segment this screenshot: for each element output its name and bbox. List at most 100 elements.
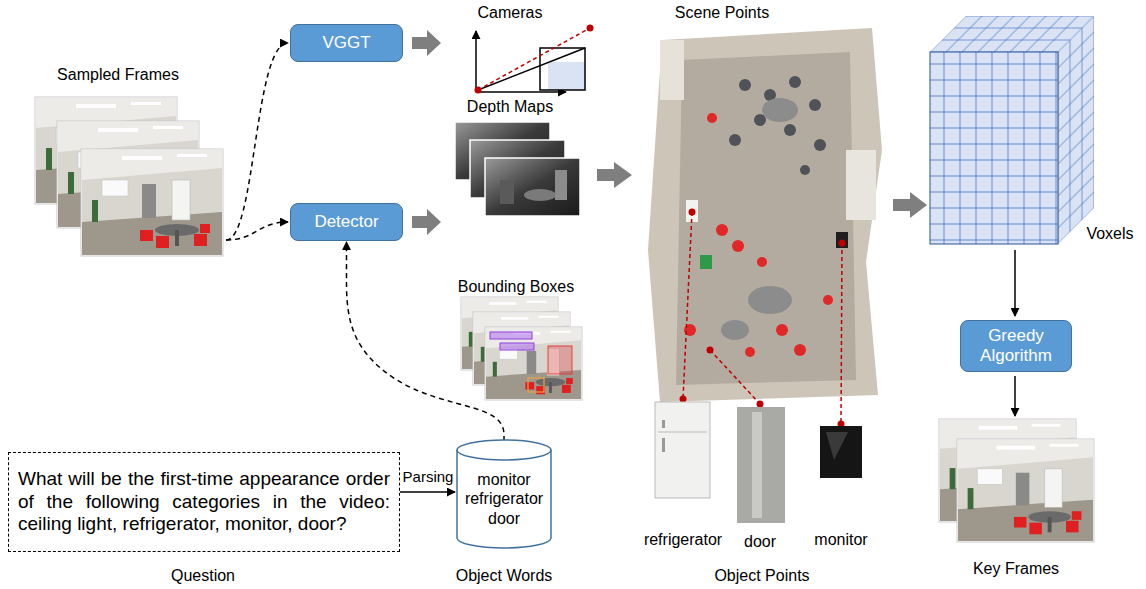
key-frames <box>958 440 1093 541</box>
figure-label: Key Frames <box>973 560 1059 578</box>
camera-plot <box>475 25 594 94</box>
object-crops <box>737 407 785 523</box>
point-cloud <box>794 344 806 356</box>
input-arrows <box>226 43 288 240</box>
voxel-grid <box>930 52 1058 244</box>
camera-plot <box>475 31 477 92</box>
object-crops <box>658 432 707 433</box>
object-crops <box>820 426 862 478</box>
object-leaders <box>683 212 692 399</box>
point-cloud <box>729 76 826 175</box>
camera-plot <box>478 28 590 90</box>
figure-label: Object Words <box>456 567 553 585</box>
database-cylinder: monitorrefrigeratordoor <box>456 440 552 548</box>
detection-frames <box>485 327 582 400</box>
point-cloud <box>757 257 767 267</box>
point-cloud <box>745 347 755 357</box>
question-box: What will be the first-time appearance o… <box>8 452 400 552</box>
point-cloud <box>846 150 876 220</box>
point-cloud <box>732 240 744 252</box>
leader-dots <box>757 401 764 408</box>
point-cloud <box>716 224 728 236</box>
camera-plot <box>540 48 585 90</box>
camera-plot <box>587 25 594 32</box>
leader-dots <box>680 209 846 428</box>
cylinder-rim <box>457 450 551 460</box>
voxel-grid <box>930 16 1094 244</box>
point-cloud <box>784 124 796 136</box>
point-cloud <box>729 134 741 146</box>
figure-label: Bounding Boxes <box>458 278 575 296</box>
point-cloud <box>789 76 801 88</box>
camera-plot <box>475 87 482 94</box>
node-text: door <box>488 509 520 528</box>
connector <box>400 491 455 493</box>
point-cloud <box>754 114 766 126</box>
node-text: Greedy Algorithm <box>969 326 1063 365</box>
detection-frames <box>500 343 534 350</box>
point-cloud <box>648 28 882 402</box>
object-crops <box>752 412 762 518</box>
point-cloud <box>823 295 833 305</box>
object-crops <box>662 420 665 428</box>
point-cloud <box>707 113 717 123</box>
leader-dots <box>707 347 714 354</box>
figure-label: Voxels <box>1086 225 1133 243</box>
leader-dots <box>680 396 687 403</box>
input-arrows <box>226 43 288 240</box>
input-arrows <box>226 222 288 240</box>
camera-plot <box>476 91 566 93</box>
depth-maps <box>524 189 556 201</box>
figure-label: Scene Points <box>675 4 769 22</box>
object-crops <box>826 432 848 460</box>
node-text: VGGT <box>322 33 370 53</box>
leader-dots <box>839 240 846 247</box>
point-cloud <box>684 113 833 357</box>
figure-label: door <box>744 533 776 551</box>
block-arrows <box>597 162 632 188</box>
key-frames <box>957 439 1094 542</box>
figure-label: Question <box>171 567 235 585</box>
object-leaders <box>841 243 842 424</box>
point-cloud <box>686 200 698 222</box>
figure-label: Sampled Frames <box>57 66 179 84</box>
sampled-frames <box>35 97 223 256</box>
voxel-grid <box>1058 16 1094 244</box>
object-crops <box>655 402 710 498</box>
sampled-frames <box>82 150 222 255</box>
process-box: VGGT <box>290 24 403 62</box>
point-cloud <box>739 79 751 91</box>
cylinder-body <box>457 440 551 548</box>
detection-frames <box>461 297 582 400</box>
key-frames <box>939 419 1094 542</box>
figure-label: Depth Maps <box>467 98 553 116</box>
point-cloud <box>676 52 856 385</box>
point-cloud <box>648 28 882 402</box>
point-cloud <box>776 324 788 336</box>
figure-label: monitor <box>814 531 867 549</box>
depth-maps <box>455 122 580 216</box>
voxel-grid <box>930 52 1058 244</box>
camera-plot <box>478 48 585 90</box>
point-cloud <box>660 40 684 100</box>
point-cloud <box>836 232 848 248</box>
block-arrows <box>412 209 441 235</box>
camera-plot <box>548 62 585 90</box>
node-text: refrigerator <box>465 489 543 508</box>
object-crops <box>662 438 665 452</box>
block-arrows <box>412 30 441 56</box>
detection-frames <box>528 378 544 392</box>
depth-maps <box>500 180 514 204</box>
point-cloud <box>721 320 749 340</box>
figure-label: Cameras <box>478 4 543 22</box>
block-arrows <box>893 192 927 218</box>
node-text: What will be the first-time appearance o… <box>18 468 390 536</box>
node-text: Detector <box>314 212 378 232</box>
detection-frames <box>486 328 581 399</box>
point-cloud <box>748 286 792 314</box>
leader-dots <box>689 209 696 216</box>
sampled-frames <box>81 149 223 256</box>
detection-frames <box>548 346 572 374</box>
point-cloud <box>809 99 821 111</box>
